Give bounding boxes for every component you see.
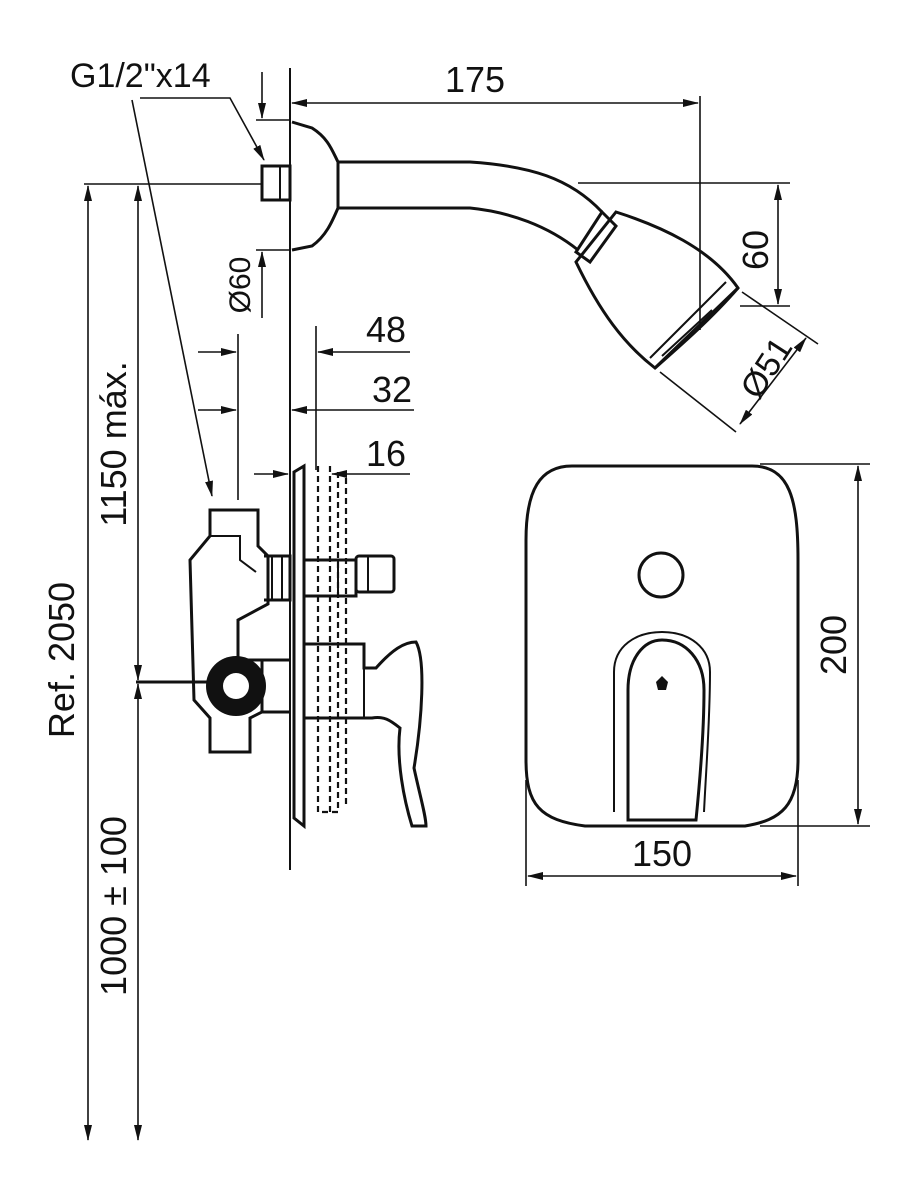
dimension-depth-16: 16	[254, 433, 410, 478]
dimension-escutcheon-diameter: Ø60	[224, 72, 290, 318]
trim-plate-outline	[524, 464, 800, 828]
thread-callout: G1/2"x14	[70, 57, 265, 497]
dimension-depth-32: 32	[198, 369, 414, 414]
arm-reach-label: 175	[445, 59, 505, 100]
dimension-plate-width: 150	[525, 780, 799, 886]
thread-label: G1/2"x14	[70, 57, 211, 95]
dimension-depth-48: 48	[198, 309, 410, 500]
lever-handle-side	[304, 640, 428, 828]
handle-indicator-icon	[656, 676, 668, 690]
shower-head	[574, 210, 740, 370]
trim-plate-side	[292, 463, 348, 830]
depth-48-label: 48	[366, 309, 406, 350]
outlet-ring-inner	[223, 673, 249, 699]
shower-head-face	[653, 286, 740, 370]
head-diameter-label: Ø51	[733, 331, 800, 406]
valve-stem	[264, 554, 292, 602]
plate-height-label: 200	[813, 615, 854, 675]
inlet-nipple	[260, 164, 292, 202]
dimension-reference-height: Ref. 2050	[41, 185, 92, 1141]
head-height-label: 60	[735, 230, 776, 270]
diverter-knob-side	[304, 554, 396, 598]
dimension-plate-height: 200	[760, 463, 870, 827]
shower-arm-assembly	[260, 120, 740, 370]
valve-height-label: 1000 ± 100	[93, 816, 134, 996]
diverter-knob-front	[637, 551, 685, 599]
dimension-arm-reach: 175	[291, 59, 701, 330]
dimension-valve-height: 1000 ± 100	[93, 683, 142, 1141]
dimension-head-diameter: Ø51	[659, 291, 819, 433]
dimension-max-height: 1150 máx.	[84, 183, 262, 681]
head-collar	[573, 209, 618, 265]
arm-escutcheon	[291, 120, 340, 252]
depth-32-label: 32	[372, 369, 412, 410]
trim-plate-front-view	[524, 464, 800, 828]
dimension-head-height: 60	[578, 182, 790, 307]
max-height-label: 1150 máx.	[93, 361, 134, 526]
depth-16-label: 16	[366, 433, 406, 474]
valve-body	[188, 508, 270, 754]
escutcheon-diameter-label: Ø60	[224, 257, 257, 314]
plate-width-label: 150	[632, 833, 692, 874]
shower-arm	[338, 160, 604, 214]
reference-height-label: Ref. 2050	[41, 582, 82, 738]
lever-handle-front	[626, 638, 706, 822]
valve-body-side-view	[136, 508, 292, 754]
